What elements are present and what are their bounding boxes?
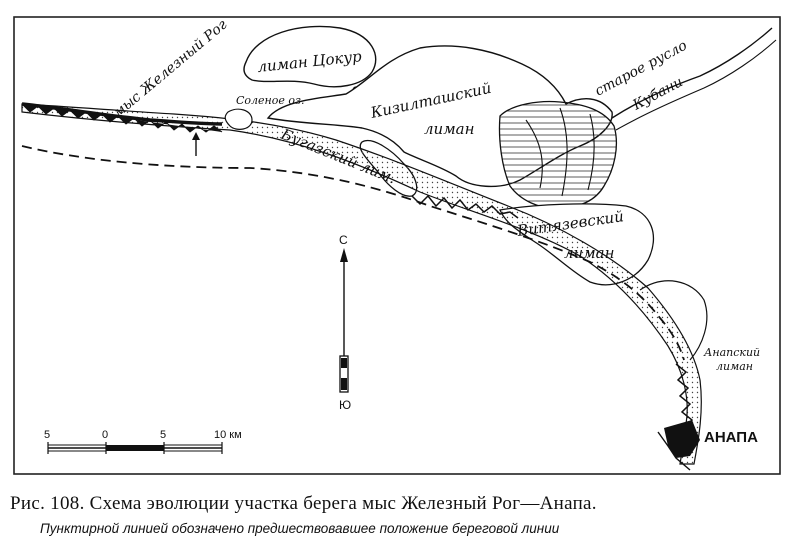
map-frame [13, 16, 781, 475]
cliff-teeth-anapa [675, 363, 694, 429]
label-anapa-liman-1: Анапский [703, 346, 760, 359]
arrow-marker-head [192, 132, 200, 140]
liman-tsokur [243, 25, 377, 88]
delta-channel [559, 107, 568, 197]
label-anapa-town: АНАПА [704, 429, 758, 446]
delta-channel [525, 119, 543, 189]
figure-caption-title: Рис. 108. Схема эволюции участка берега … [10, 493, 597, 514]
solenoe-lake [224, 108, 253, 130]
scale-tick-ten: 10 км [214, 429, 242, 441]
label-cape-zhelezny-rog: мыс Железный Рог [110, 17, 230, 121]
scale-tick-left: 5 [44, 429, 50, 441]
cliff-teeth-vityazev [411, 194, 519, 219]
label-anapa-liman-2: лиман [716, 360, 753, 373]
sandbar-spit [21, 103, 702, 465]
label-solenoe-lake: Соленое оз. [236, 94, 305, 107]
kuban-delta [498, 100, 617, 209]
compass-north-label: С [339, 233, 348, 247]
cliff-teeth-west [21, 103, 223, 133]
scale-tick-zero: 0 [102, 429, 108, 441]
anapa-liman-outline [639, 280, 708, 361]
old-kuban-channel-bank [615, 39, 777, 131]
scale-bar [47, 442, 223, 454]
anapa-town [664, 420, 700, 458]
figure-caption-subtitle: Пунктирной линией обозначено предшествов… [40, 521, 560, 536]
label-vityazev-2: лиман [564, 244, 614, 262]
anapa-shore [657, 431, 691, 471]
compass-arrow [339, 248, 349, 393]
former-shoreline [21, 145, 685, 361]
label-kiziltash-2: лиман [424, 120, 474, 138]
old-kuban-channel [611, 27, 773, 119]
label-old-channel-2: Кубани [629, 74, 685, 114]
delta-channel [587, 113, 595, 191]
scale-tick-five: 5 [160, 429, 166, 441]
compass-south-label: Ю [339, 398, 351, 412]
